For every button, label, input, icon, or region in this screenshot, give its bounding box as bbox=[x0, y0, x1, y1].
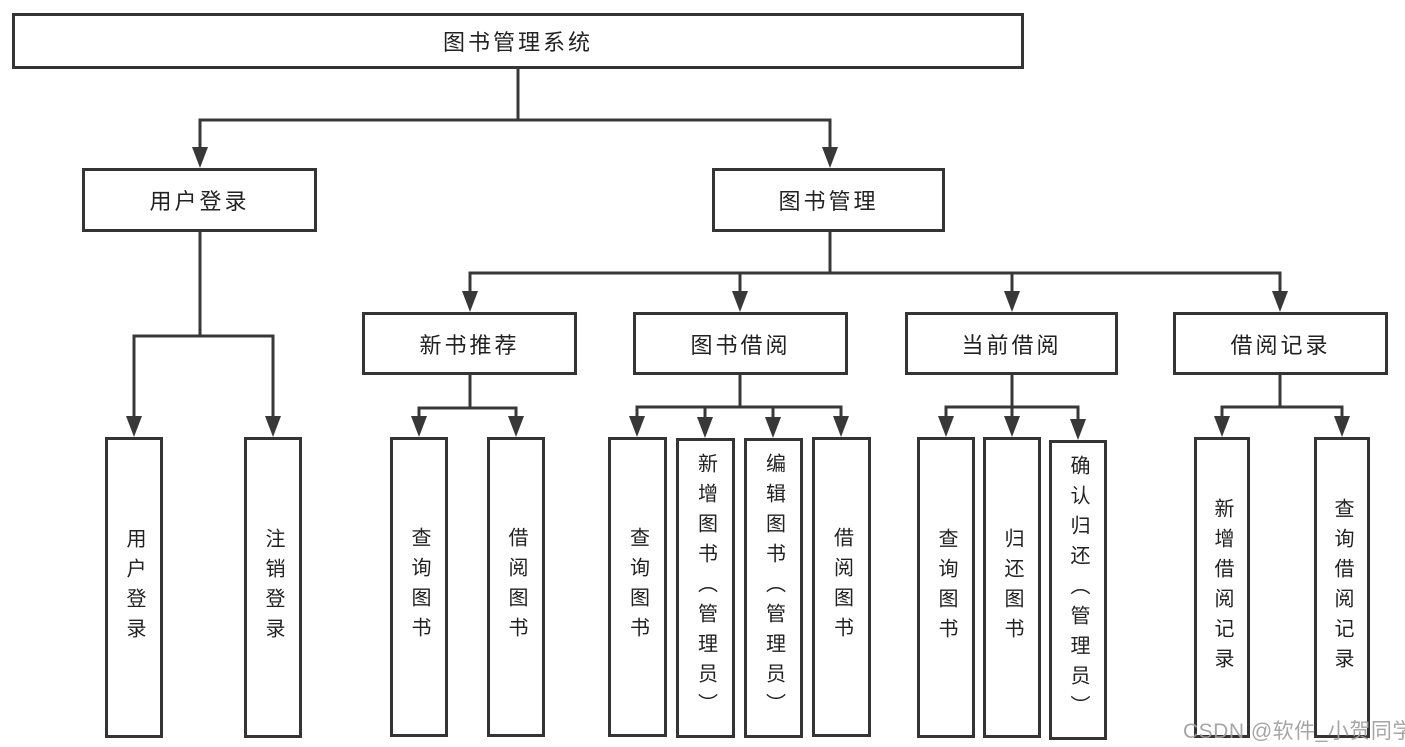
leaf-label: 查询借阅记录 bbox=[1331, 497, 1353, 678]
leaf-label: 归还图书 bbox=[1001, 527, 1023, 648]
leaf-label: 用户登录 bbox=[123, 527, 145, 648]
leaf-label: 借阅图书 bbox=[830, 527, 853, 647]
node-label: 新书推荐 bbox=[419, 332, 520, 358]
leaf-borrow-borrow-books: 借阅图书 bbox=[812, 437, 871, 737]
leaf-label: 注销登录 bbox=[262, 527, 284, 648]
leaf-newbook-borrow-books: 借阅图书 bbox=[487, 437, 545, 737]
node-library-management-system: 图书管理系统 bbox=[12, 13, 1024, 69]
leaf-newbook-query-books: 查询图书 bbox=[390, 437, 448, 737]
leaf-label: 新增图书（管理员） bbox=[694, 453, 717, 723]
leaf-current-confirm-return-admin: 确认归还（管理员） bbox=[1049, 440, 1107, 740]
leaf-label: 查询图书 bbox=[935, 527, 957, 648]
node-new-book-recommend: 新书推荐 bbox=[362, 312, 577, 375]
leaf-label: 借阅图书 bbox=[505, 527, 527, 647]
node-label: 图书借阅 bbox=[690, 332, 791, 358]
leaf-label: 编辑图书（管理员） bbox=[762, 453, 785, 723]
leaf-borrow-query-books: 查询图书 bbox=[608, 437, 667, 737]
leaf-records-add-record: 新增借阅记录 bbox=[1194, 437, 1250, 738]
leaf-label: 确认归还（管理员） bbox=[1067, 455, 1089, 725]
leaf-current-return-books: 归还图书 bbox=[983, 437, 1041, 738]
node-label: 当前借阅 bbox=[961, 332, 1062, 358]
node-label: 用户登录 bbox=[149, 189, 250, 214]
leaf-label: 新增借阅记录 bbox=[1211, 497, 1233, 678]
node-borrowing-records: 借阅记录 bbox=[1173, 312, 1388, 375]
leaf-borrow-add-books-admin: 新增图书（管理员） bbox=[676, 438, 735, 738]
node-label: 借阅记录 bbox=[1230, 332, 1331, 358]
node-label: 图书管理系统 bbox=[442, 30, 593, 55]
leaf-records-query-record: 查询借阅记录 bbox=[1314, 437, 1370, 738]
node-current-borrowing: 当前借阅 bbox=[905, 312, 1118, 375]
node-book-management: 图书管理 bbox=[712, 168, 945, 232]
leaf-user-login: 用户登录 bbox=[105, 437, 163, 738]
node-book-borrowing: 图书借阅 bbox=[633, 312, 848, 375]
leaf-current-query-books: 查询图书 bbox=[917, 437, 975, 738]
node-user-login: 用户登录 bbox=[82, 168, 317, 232]
leaf-logout: 注销登录 bbox=[244, 437, 302, 738]
leaf-label: 查询图书 bbox=[626, 527, 649, 647]
node-label: 图书管理 bbox=[778, 189, 879, 214]
watermark-text: CSDN @软件_小贺同学 bbox=[1183, 720, 1405, 743]
leaf-label: 查询图书 bbox=[408, 527, 430, 647]
leaf-borrow-edit-books-admin: 编辑图书（管理员） bbox=[744, 438, 803, 738]
